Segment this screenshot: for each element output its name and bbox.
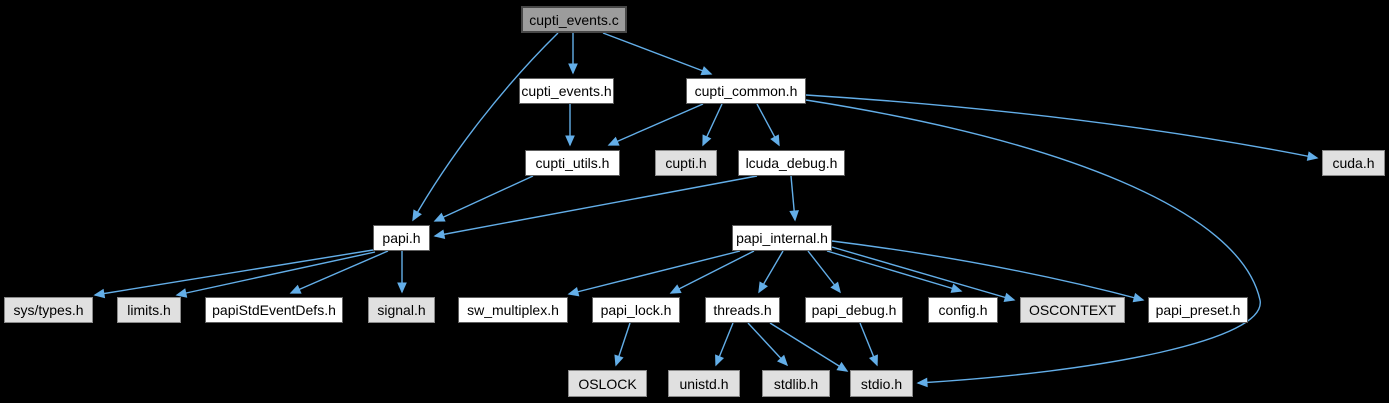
- edge-papi_internal_h-to-sw_multiplex_h: [567, 250, 741, 297]
- graph-node-sw_multiplex_h[interactable]: sw_multiplex.h: [458, 297, 568, 323]
- graph-node-limits_h: limits.h: [117, 297, 181, 323]
- graph-node-papi_lock_h[interactable]: papi_lock.h: [592, 297, 680, 323]
- edge-papi_lock_h-to-OSLOCK: [614, 322, 631, 367]
- edge-threads_h-to-stdio_h: [769, 322, 849, 372]
- edge-cupti_common_h-to-cupti_utils_h: [607, 103, 704, 146]
- edge-papi_internal_h-to-papi_lock_h: [669, 250, 755, 294]
- edge-threads_h-to-stdlib_h: [747, 322, 789, 367]
- edge-papi_internal_h-to-OSCONTEXT: [831, 246, 1016, 303]
- edge-threads_h-to-unistd_h: [715, 322, 734, 367]
- graph-node-unistd_h: unistd.h: [668, 370, 740, 397]
- graph-node-cupti_common_h[interactable]: cupti_common.h: [686, 78, 806, 104]
- edge-papi_h-to-papiStdEventDefs_h: [289, 250, 389, 294]
- graph-node-lcuda_debug_h[interactable]: lcuda_debug.h: [738, 150, 845, 176]
- edge-cupti_events_c-to-papi_h: [412, 32, 559, 222]
- edge-cupti_common_h-to-cuda_h: [805, 94, 1319, 161]
- graph-node-cuda_h: cuda.h: [1322, 150, 1385, 176]
- edge-papi_h-to-limits_h: [175, 251, 376, 298]
- edge-cupti_utils_h-to-papi_h: [433, 175, 534, 222]
- graph-node-cupti_utils_h[interactable]: cupti_utils.h: [525, 150, 620, 176]
- edge-papi_internal_h-to-papi_preset_h: [831, 240, 1145, 303]
- graph-node-papi_preset_h[interactable]: papi_preset.h: [1148, 297, 1248, 323]
- edge-lcuda_debug_h-to-papi_internal_h: [789, 175, 799, 222]
- graph-node-signal_h: signal.h: [368, 297, 435, 323]
- edge-papi_internal_h-to-papi_debug_h: [807, 250, 841, 294]
- graph-node-sys_types_h: sys/types.h: [4, 297, 93, 323]
- graph-node-threads_h[interactable]: threads.h: [705, 297, 780, 323]
- graph-node-OSCONTEXT: OSCONTEXT: [1020, 297, 1125, 323]
- edge-cupti_common_h-to-cupti_h: [702, 103, 723, 147]
- graph-node-papi_debug_h[interactable]: papi_debug.h: [805, 297, 903, 323]
- graph-node-stdio_h: stdio.h: [850, 370, 913, 397]
- edge-lcuda_debug_h-to-papi_h: [433, 175, 758, 240]
- graph-node-stdlib_h: stdlib.h: [762, 370, 830, 397]
- graph-node-OSLOCK: OSLOCK: [568, 370, 647, 397]
- edge-papi_debug_h-to-stdio_h: [859, 322, 878, 367]
- edge-papi_internal_h-to-threads_h: [758, 250, 784, 294]
- edge-papi_h-to-sys_types_h: [93, 249, 374, 299]
- graph-node-papi_h[interactable]: papi.h: [373, 225, 430, 251]
- edges-group: [93, 32, 1319, 388]
- edge-papi_internal_h-to-config_h: [826, 250, 963, 293]
- graph-node-cupti_events_h[interactable]: cupti_events.h: [519, 78, 614, 104]
- edge-cupti_common_h-to-lcuda_debug_h: [756, 103, 780, 147]
- graph-node-cupti_h: cupti.h: [655, 150, 717, 176]
- edge-cupti_common_h-to-stdio_h: [805, 99, 1261, 388]
- graph-node-papiStdEventDefs_h[interactable]: papiStdEventDefs.h: [205, 297, 343, 323]
- graph-node-papi_internal_h[interactable]: papi_internal.h: [732, 225, 832, 251]
- edge-cupti_events_c-to-cupti_common_h: [602, 32, 713, 76]
- graph-node-config_h[interactable]: config.h: [928, 297, 998, 323]
- graph-node-cupti_events_c: cupti_events.c: [521, 6, 627, 33]
